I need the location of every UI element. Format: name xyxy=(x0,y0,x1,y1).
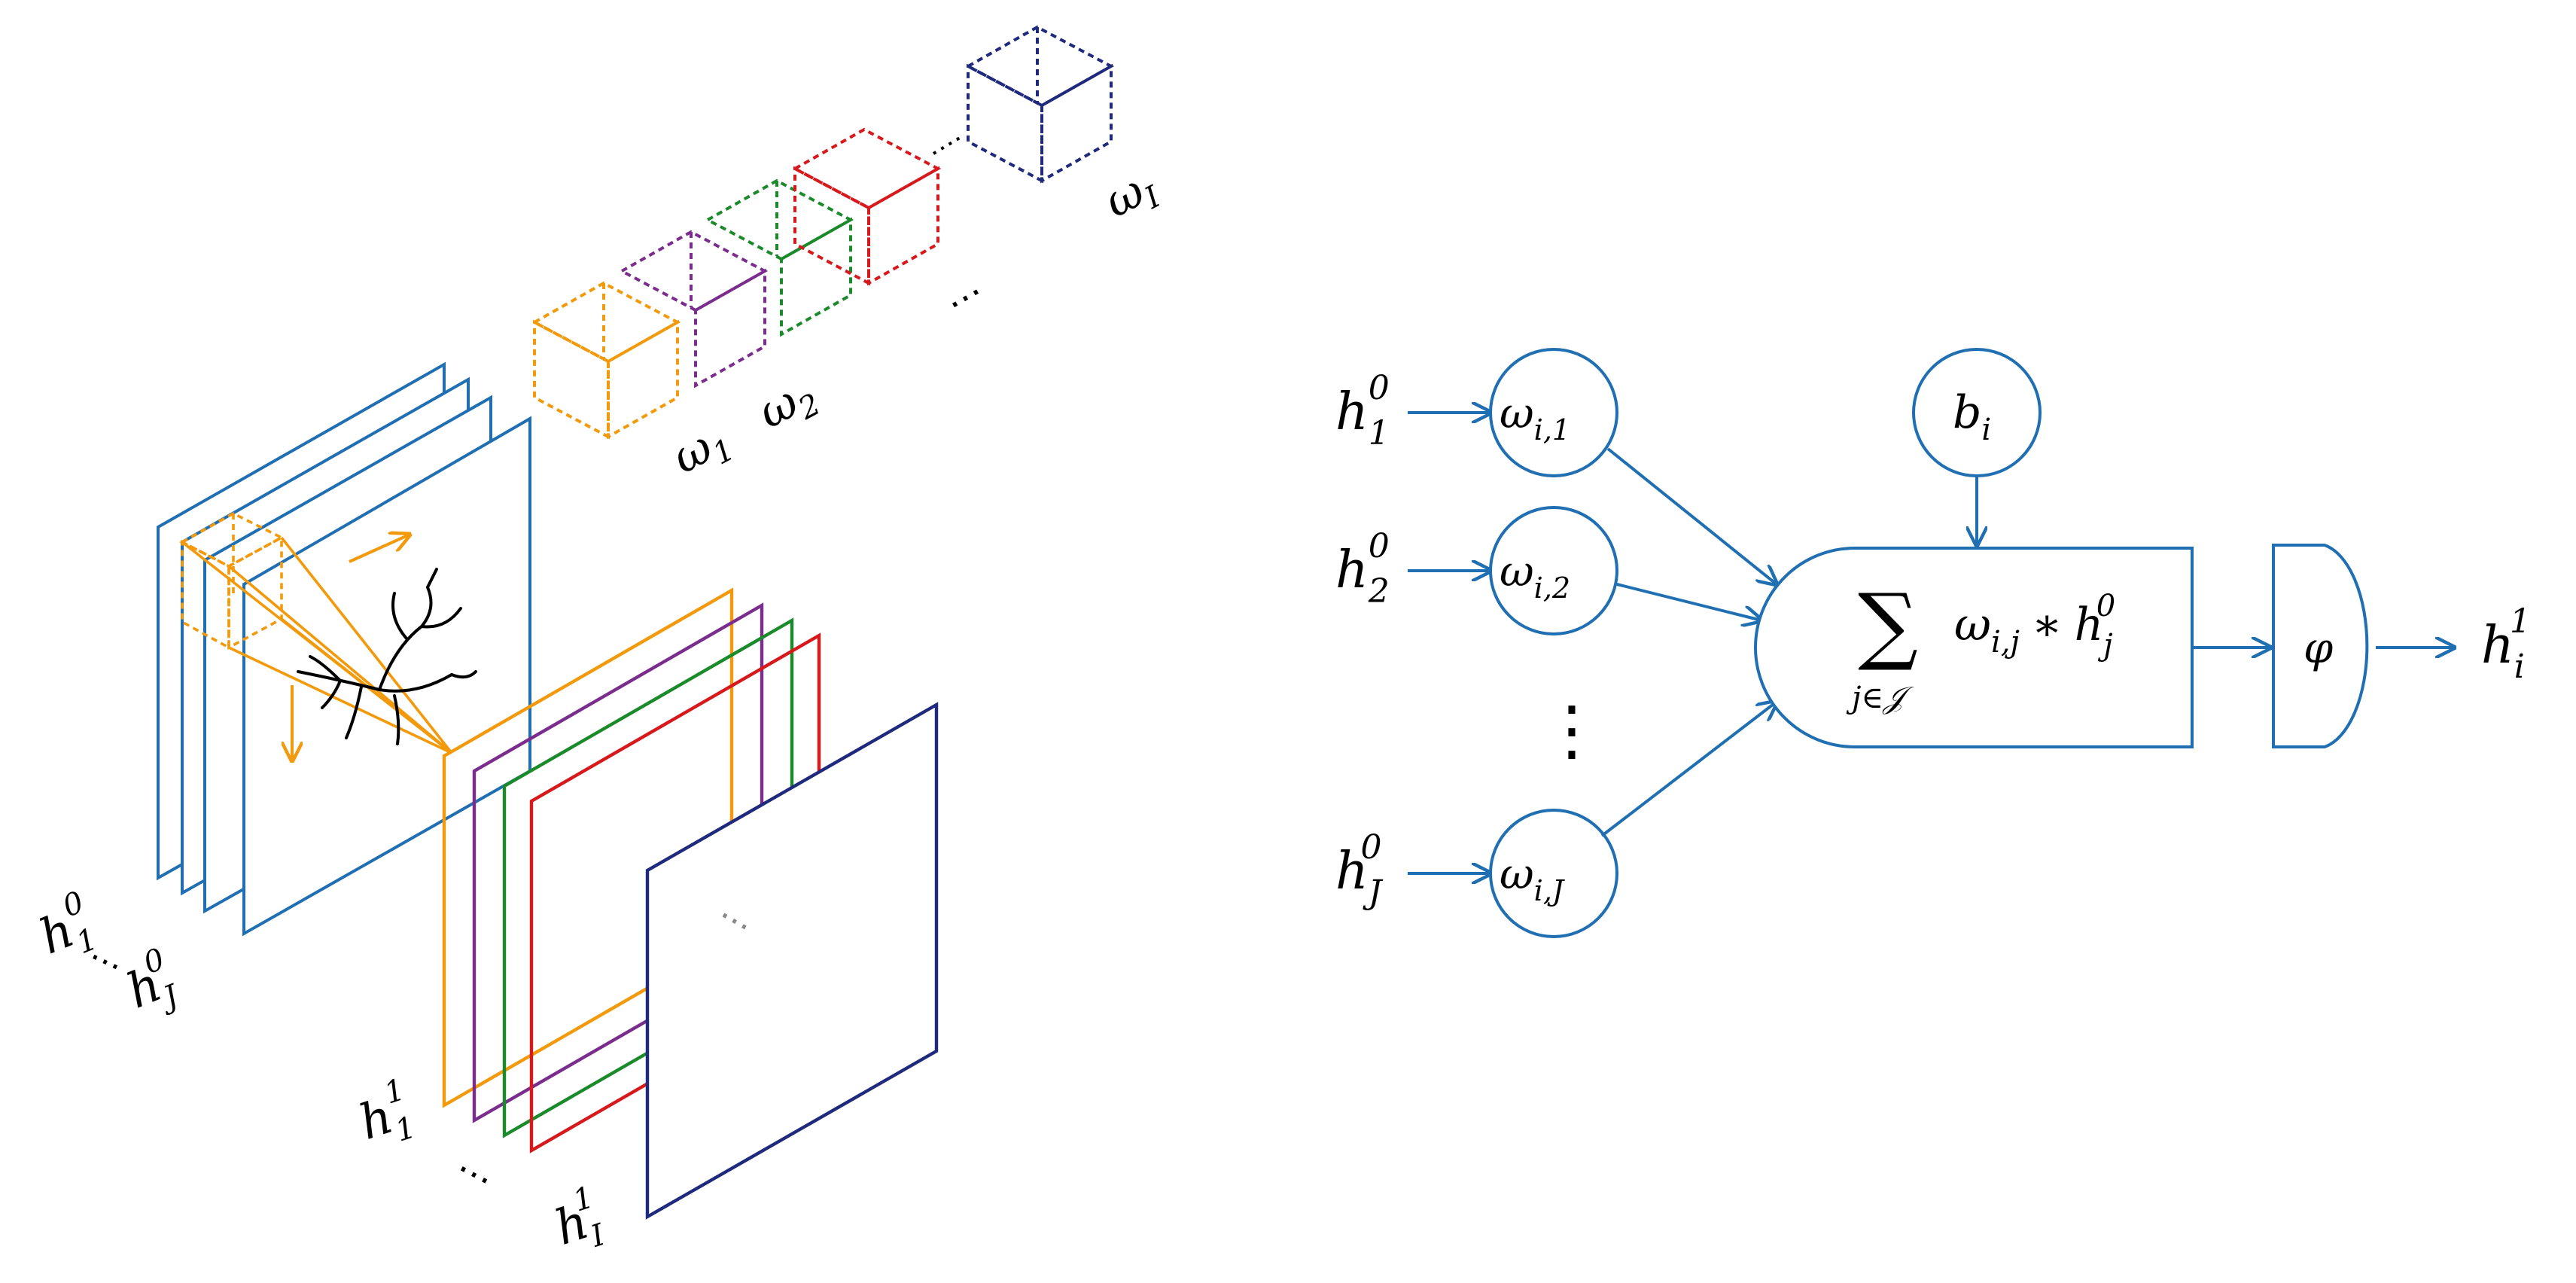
weight-node-J xyxy=(1489,809,1618,938)
output-map-navy xyxy=(645,702,939,1220)
input-label-hJ: hJ0 xyxy=(115,942,184,1027)
output-maps-dots: … xyxy=(452,1139,504,1193)
output-feature-maps xyxy=(442,587,939,1220)
activation-label: φ xyxy=(2303,624,2333,673)
kernel-label-w1: ω1 xyxy=(664,412,741,489)
sum-index: j∈𝒥 xyxy=(1846,681,1914,715)
right-panel: h10 h20 hJ0 ωi,1 ωi,2 ωi,J ⋮ bi xyxy=(1335,348,2531,938)
input-feature-maps xyxy=(157,361,531,937)
weight-label-J: ωi,J xyxy=(1500,850,1565,907)
sum-symbol: ∑ xyxy=(1858,576,1918,674)
weight-nodes xyxy=(1489,348,1618,938)
neuron-output-label: hi1 xyxy=(2481,602,2531,686)
kernel-cube-navy xyxy=(964,25,1115,184)
weight-vertical-dots: ⋮ xyxy=(1539,691,1605,769)
kernel-label-wI: ωI xyxy=(1096,159,1167,233)
kernel-cubes xyxy=(531,25,1115,440)
weight-node-2 xyxy=(1489,506,1618,635)
slide-right-arrow xyxy=(349,535,410,563)
kernel-chain-line xyxy=(932,134,965,155)
neuron-input-h1: h10 xyxy=(1335,369,1390,453)
weight-label-1: ωi,1 xyxy=(1500,389,1570,446)
vessel-sketch xyxy=(297,568,477,745)
sum-term: ωi,j∗hj0 xyxy=(1954,589,2115,663)
activation-block xyxy=(2272,544,2369,748)
weight-node-1 xyxy=(1489,348,1618,477)
weight-label-2: ωi,2 xyxy=(1500,547,1570,605)
kernel-cube-orange xyxy=(531,281,681,440)
bias-label: bi xyxy=(1953,386,1991,447)
neuron-input-hJ: hJ0 xyxy=(1335,828,1384,912)
left-panel: … xyxy=(32,25,1167,1263)
weight-to-sum-arrows xyxy=(1600,447,1777,837)
sum-block xyxy=(1754,547,2194,748)
kernel-cube-purple xyxy=(618,230,769,389)
output-label-hI: hI1 xyxy=(545,1180,610,1263)
neuron-input-h2: h20 xyxy=(1335,527,1390,611)
output-label-h1: h11 xyxy=(349,1072,421,1158)
kernel-cube-green xyxy=(704,178,854,337)
kernel-label-w2: ω2 xyxy=(750,367,827,444)
input-arrows xyxy=(1408,413,1490,873)
kernel-dots: … xyxy=(934,263,987,317)
kernel-cube-red xyxy=(791,127,942,286)
